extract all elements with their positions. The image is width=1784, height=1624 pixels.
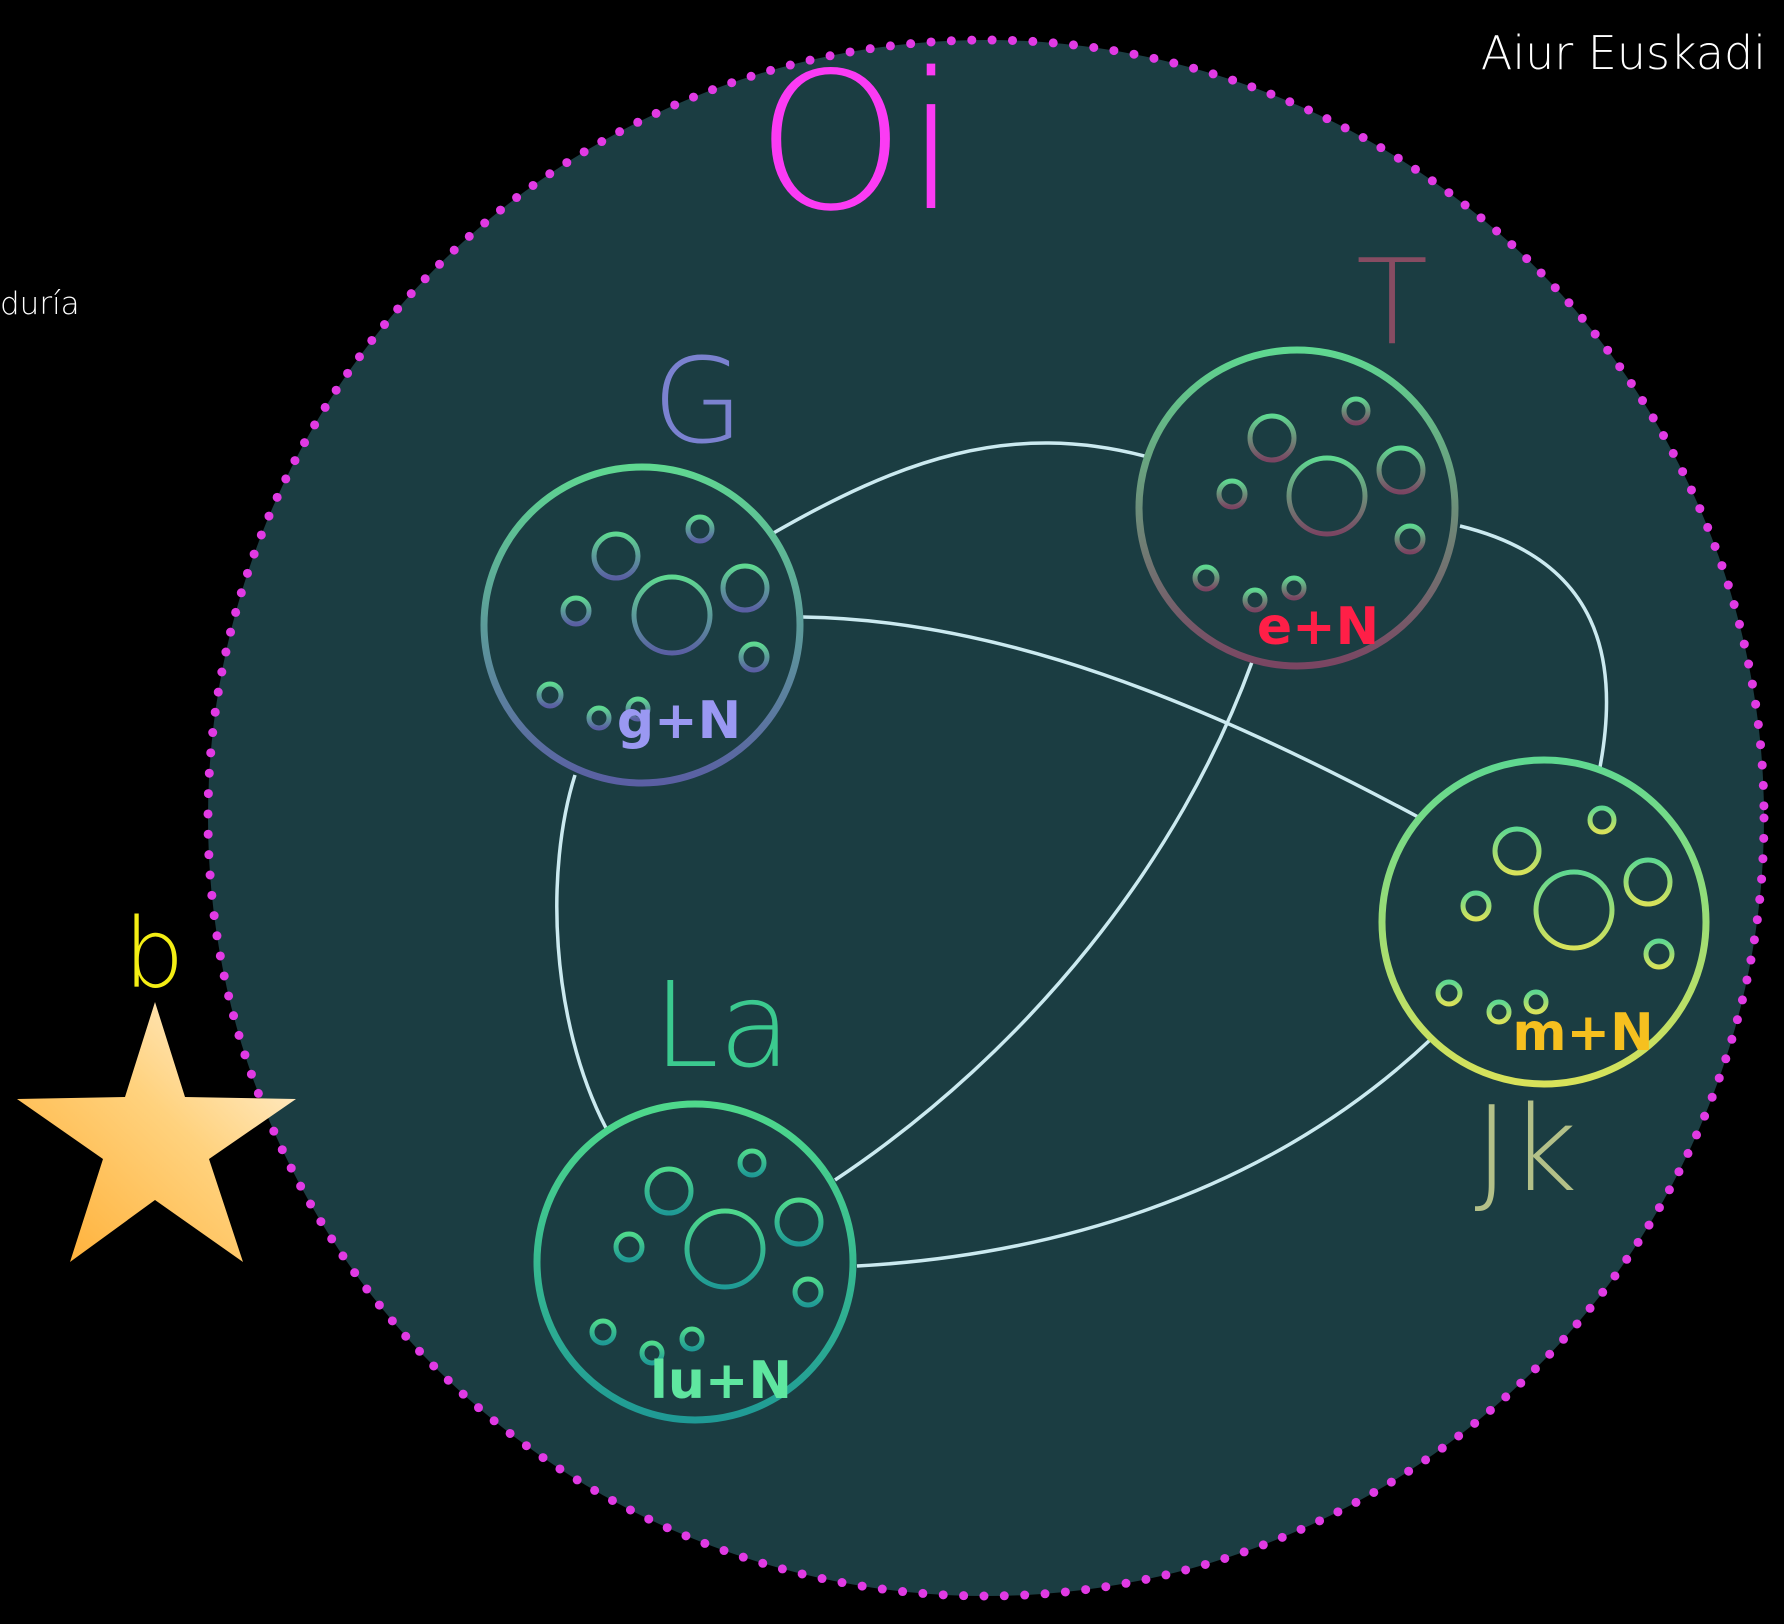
node-jk-ring [1378,756,1710,1088]
outer-disc [208,40,1764,1596]
node-t-ring [1135,346,1459,670]
link-g-la [555,774,608,1129]
node-la [533,1100,857,1424]
node-jk-title: Jk [1474,1080,1577,1218]
star-icon [17,1002,296,1262]
node-g-sublabel: g+N [617,691,741,751]
star-label: b [124,898,185,1010]
node-g-bubbles [536,514,770,731]
node-t [1135,346,1459,670]
node-la-bubbles [589,1148,824,1366]
node-g [480,463,804,787]
link-g-jk [802,615,1421,820]
brand-label: Aiur Euskadi [1480,26,1766,80]
node-jk [1378,756,1710,1088]
node-g-title: G [652,332,743,470]
side-text: duría [0,286,80,322]
node-la-title: La [653,956,791,1094]
link-la-jk [856,1038,1432,1268]
node-jk-sublabel: m+N [1512,1003,1653,1063]
node-la-sublabel: lu+N [650,1351,792,1411]
node-t-bubbles [1192,396,1426,613]
outer-dotted-border [203,35,1769,1601]
node-jk-bubbles [1435,805,1675,1025]
node-la-ring [533,1100,857,1424]
node-t-title: T [1356,233,1428,371]
links [555,441,1609,1268]
link-t-la [834,661,1254,1182]
main-title: Oi [756,32,958,253]
node-g-ring [480,463,804,787]
node-t-sublabel: e+N [1257,597,1379,657]
link-t-jk [1459,524,1609,768]
link-g-t [769,441,1149,537]
